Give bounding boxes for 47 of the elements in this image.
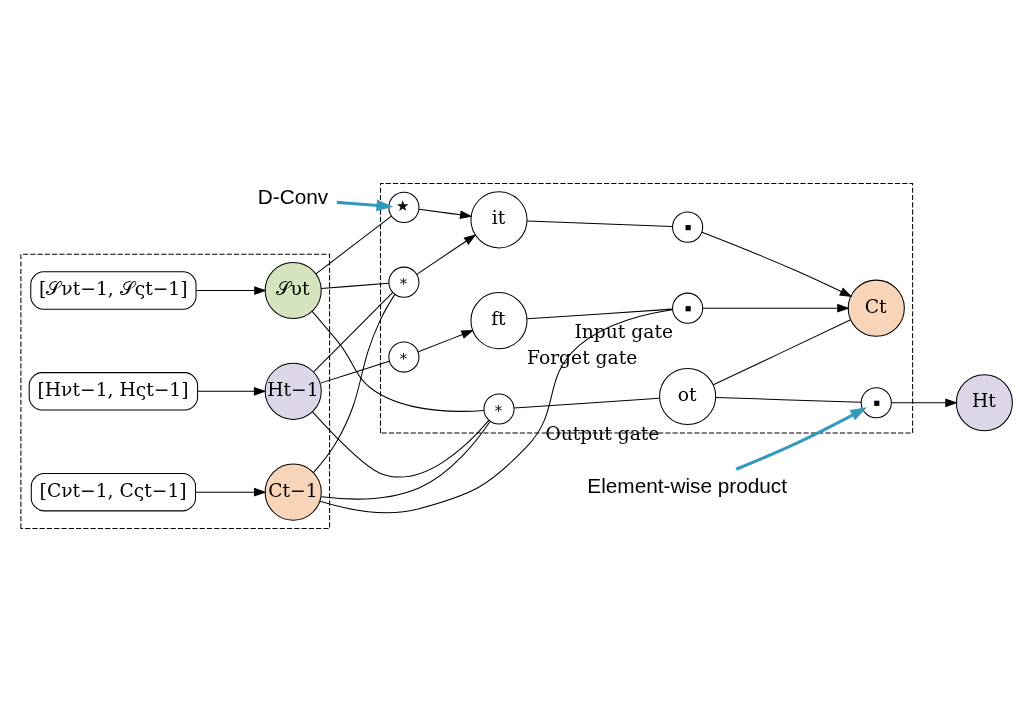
arrow: [701, 231, 853, 297]
cluster: [20, 253, 331, 529]
connector: [313, 291, 394, 372]
node-circle: Ht−1: [264, 362, 322, 420]
arrow: [197, 386, 267, 396]
node-circle: ft: [470, 291, 528, 349]
node-circle: 𝒮υt: [264, 261, 322, 319]
connector: [311, 410, 490, 477]
arrow: [418, 208, 473, 219]
node-box: [Cνt−1, Cςt−1]: [30, 472, 197, 511]
connector: [319, 308, 673, 513]
connector: [320, 420, 491, 499]
node-circle: Ct: [847, 279, 905, 337]
connector: [312, 293, 396, 473]
node-circle: ∗: [388, 266, 420, 298]
node-circle: ★: [388, 191, 420, 223]
connector: [319, 360, 390, 384]
node-circle: ∗: [483, 392, 515, 425]
node-box: [Hνt−1, Hςt−1]: [28, 371, 199, 411]
node-circle: [860, 386, 892, 418]
connector: [320, 282, 390, 289]
arrow: [891, 397, 958, 407]
arrow: [336, 199, 394, 211]
connector: [526, 219, 673, 227]
node-circle: it: [470, 190, 528, 248]
arrow: [702, 303, 850, 313]
arrow: [416, 233, 477, 275]
connector: [712, 318, 852, 385]
connector: [715, 396, 862, 403]
node-box: [𝒮νt−1, 𝒮ςt−1]: [30, 270, 197, 310]
node-circle: ∗: [388, 340, 420, 373]
node-label: Output gate: [545, 422, 660, 444]
node-text: Element-wise product: [587, 473, 787, 497]
connector: [315, 215, 392, 274]
node-circle: [672, 211, 704, 243]
arrow: [417, 329, 474, 352]
node-circle: Ct−1: [264, 463, 322, 521]
node-circle: ot: [659, 367, 717, 425]
node-circle: [672, 292, 704, 324]
node-circle: Ht: [955, 373, 1013, 431]
node-text: D-Conv: [257, 184, 329, 208]
connector: [513, 397, 660, 409]
connector: [526, 308, 673, 319]
connector: [311, 310, 485, 412]
arrow: [735, 406, 867, 471]
arrow: [195, 487, 267, 497]
arrow: [196, 285, 267, 295]
